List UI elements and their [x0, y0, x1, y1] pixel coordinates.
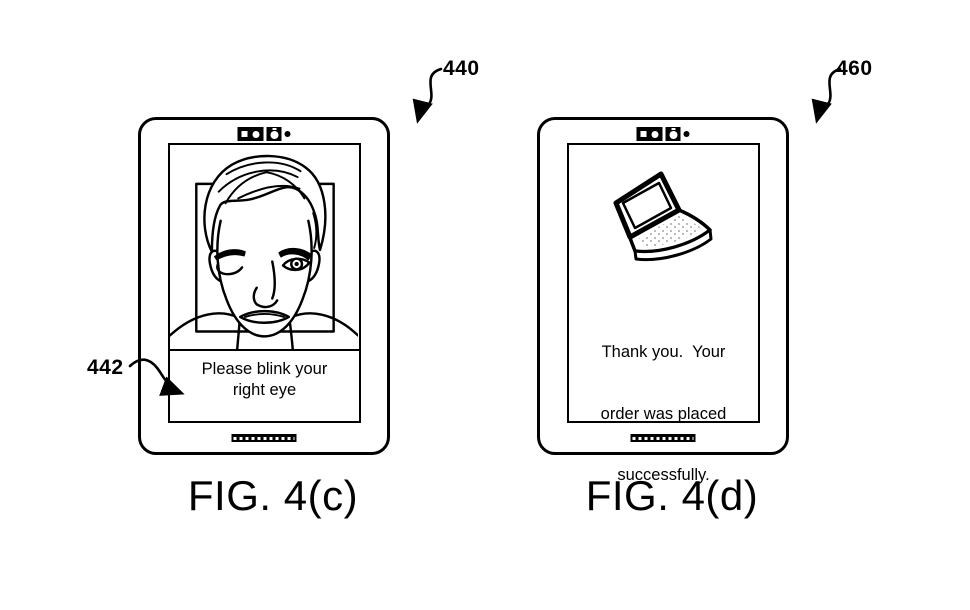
connector-strip-icon — [231, 434, 297, 442]
left-device-screen: Please blink your right eye — [168, 143, 361, 423]
arrow-440 — [412, 67, 443, 124]
confirmation-line-2: order was placed — [600, 404, 727, 423]
figure-caption-4c: FIG. 4(c) — [187, 472, 359, 519]
confirmation-line-3: successfully. — [617, 466, 710, 484]
microphone-dot-icon — [284, 131, 291, 137]
camera-sensor-icon — [636, 127, 663, 141]
connector-strip-icon — [630, 434, 696, 442]
figure-caption-4d: FIG. 4(d) — [585, 472, 759, 519]
camera-lens-icon — [266, 127, 282, 141]
ref-label-442: 442 — [87, 356, 124, 379]
tablet-device-440: Please blink your right eye — [138, 117, 390, 455]
front-camera-array-icon — [237, 127, 291, 141]
ref-label-440: 440 — [443, 57, 480, 80]
laptop-icon — [613, 171, 713, 262]
ref-label-460: 460 — [836, 57, 873, 80]
blink-prompt-message: Please blink your right eye — [170, 349, 359, 421]
confirmation-line-1: Thank you. Your — [601, 343, 726, 361]
camera-lens-icon — [665, 127, 681, 141]
winking-face-icon — [170, 154, 358, 349]
microphone-dot-icon — [683, 131, 690, 137]
camera-sensor-icon — [237, 127, 264, 141]
order-confirmation-message: Thank you. Your order was placed success… — [569, 301, 758, 527]
prompt-line-2: right eye — [232, 381, 297, 399]
tablet-device-460: Thank you. Your order was placed success… — [537, 117, 789, 484]
right-device-screen: Thank you. Your order was placed success… — [567, 143, 760, 484]
prompt-line-1: Please blink your — [201, 360, 328, 378]
front-camera-array-icon — [636, 127, 690, 141]
